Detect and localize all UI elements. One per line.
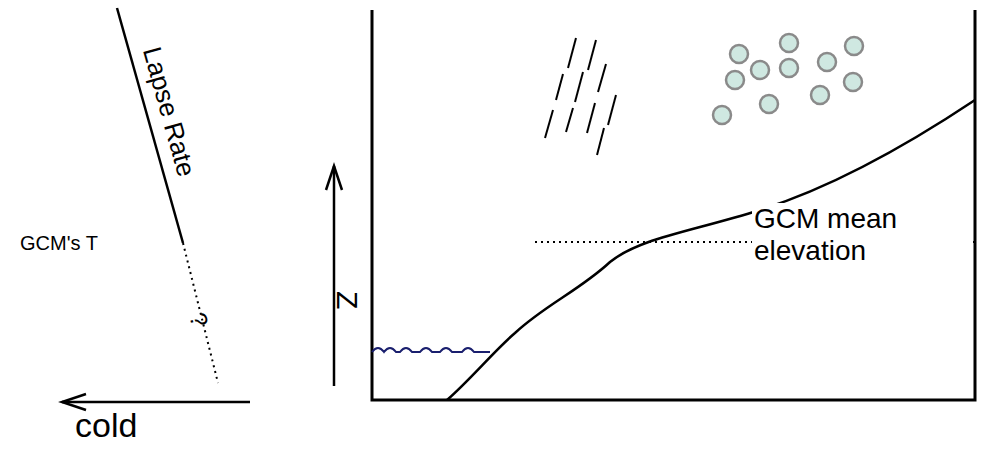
cold-label: cold	[75, 406, 137, 445]
snow-symbol	[713, 34, 863, 124]
domain-box	[372, 10, 975, 400]
mean-elevation-label: GCM mean elevation	[752, 203, 971, 267]
temperature-axis	[62, 401, 250, 404]
height-axis	[333, 166, 336, 386]
rain-symbol	[545, 38, 616, 155]
terrain-profile	[447, 100, 975, 400]
axis-arrowhead	[326, 166, 342, 190]
height-axis-label: Z	[330, 291, 365, 309]
extrapolation-line	[183, 243, 218, 383]
gcm-temperature-label: GCM's T	[20, 232, 98, 255]
question-mark: ?	[184, 310, 214, 330]
water-surface	[372, 348, 490, 352]
